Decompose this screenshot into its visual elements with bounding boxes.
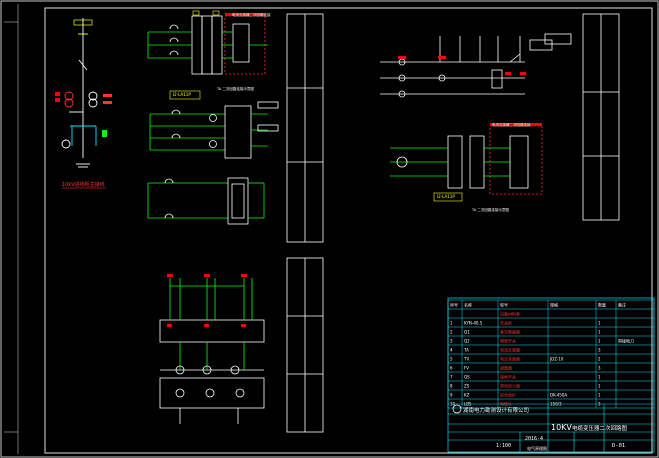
control-circuit [380,33,572,98]
red-marker-e [204,324,209,327]
table-cell: 1 [598,384,601,389]
table-cell: FV [464,366,469,371]
notes-columns-center [286,13,324,433]
table-cell: 综合保护 [500,392,516,398]
table-cell: JDZ-10 [549,357,564,362]
table-header-cell: 序号 [450,302,458,308]
red-marker-ctl-1 [398,56,406,59]
table-cell: 7 [450,375,453,380]
ct-label-top: TA 二次回路连接示意图 [216,86,254,91]
table-cell: TA [463,348,469,353]
table-cell: 4 [450,348,453,353]
table-cell: KYN-40.5 [464,321,483,326]
red-marker-f [241,324,246,327]
table-cell: 3 [450,339,453,344]
red-marker-b [204,274,210,277]
table-cell: 3 [598,366,601,371]
date-value: 2016-4 [525,436,543,442]
red-marker-ctl-3 [505,72,511,75]
table-cell: 2 [450,330,453,335]
box-header-top-text: 电流互感器二次回路连接 [232,12,271,17]
table-cell: KZ [464,393,470,398]
left-diagram-label: 10kV进线柜主接线 [62,181,105,188]
table-cell: 8 [450,384,453,389]
table-cell: Q1 [464,330,470,335]
yellow-tag-2 [212,10,220,16]
table-header-cell: 名称 [464,302,472,308]
red-bushing-2 [55,98,60,102]
table-cell: 1 [598,339,601,344]
table-cell: 电流互感器 [500,347,520,353]
table-section-label: 设备材料表 [500,311,520,317]
table-cell: 6 [450,366,453,371]
table-cell: 1 [598,330,601,335]
table-cell: 带接地刀 [618,338,634,344]
secondary-circuit-3 [147,177,265,225]
table-cell: 9 [450,393,453,398]
box-header-red-right [490,123,542,126]
table-cell: 5 [450,357,453,362]
table-cell: 开关柜 [500,320,512,326]
table-cell: TV [463,357,469,362]
ct-circuit-right [390,125,543,195]
table-cell: 1 [598,321,601,326]
red-bushing-4 [103,101,112,104]
red-marker-ctl-4 [520,72,526,75]
table-cell: 1 [598,393,601,398]
single-line-diagram [61,18,98,168]
scale-value: 1:100 [496,443,511,449]
secondary-circuit-2 [149,101,279,159]
table-header-cell: 备注 [618,302,626,308]
notes-column-right [582,13,620,221]
box-header-red-top [225,13,265,16]
table-cell: 1 [598,375,601,380]
table-cell: QS [464,375,470,380]
table-cell: DK-450A [550,393,567,398]
table-cell: Q2 [464,339,470,344]
table-cell: 1 [450,321,453,326]
cable-layout [159,278,265,424]
title-rest: 电缆变压器二次回路图 [572,424,628,432]
table-header-cell: 规格 [550,302,558,308]
yellow-label-top [73,19,93,26]
box-header-right-text: 电流互感器二次回路连接 [492,122,531,127]
green-meter [102,130,107,137]
table-cell: 2 [598,357,601,362]
yellow-tag-1 [192,10,200,16]
legend-box-left-frame [169,90,201,100]
table-cell: 隔离开关 [500,338,516,344]
table-header-cell: 数量 [598,302,606,308]
table-cell: 电缆头 [500,401,512,407]
table-cell: 接地开关 [500,374,516,380]
secondary-circuit-1 [147,15,268,75]
red-marker-a [167,274,173,277]
table-cell: 避雷器 [500,365,512,371]
legend-box-right-frame [433,192,463,202]
table-cell: 电压互感器 [500,356,520,362]
sheet-label: 电气原理图 [527,445,547,451]
title-block-bottom [448,403,654,452]
table-cell: 3 [598,348,601,353]
ct-label-right: TA 二次回路连接示意图 [471,207,509,212]
bom-table: 序号名称 型号 规格 数量 备注设备材料表 1 KYN-40.5 开关柜 1 2 Q1 真空断路器 1 3… [447,299,655,409]
table-header-cell: 型号 [500,302,508,308]
drawing-number: D-01 [612,443,625,449]
table-cell: ZS [464,384,470,389]
legend-box-left: I2-LA11P [173,92,191,97]
red-bushing-1 [55,92,60,96]
company-name: 湖南电力勘测设计有限公司 [463,406,529,414]
red-bushing-3 [103,94,112,97]
title-main: 10KV [551,423,572,432]
table-cell: 带电显示器 [500,383,520,389]
red-marker-ctl-2 [438,56,446,59]
red-marker-c [241,274,247,277]
table-cell: 真空断路器 [500,329,520,335]
inner-frame [44,7,653,454]
legend-box-right: I2-LA11P [437,194,455,199]
red-marker-d [167,324,172,327]
company-logo [452,404,462,414]
